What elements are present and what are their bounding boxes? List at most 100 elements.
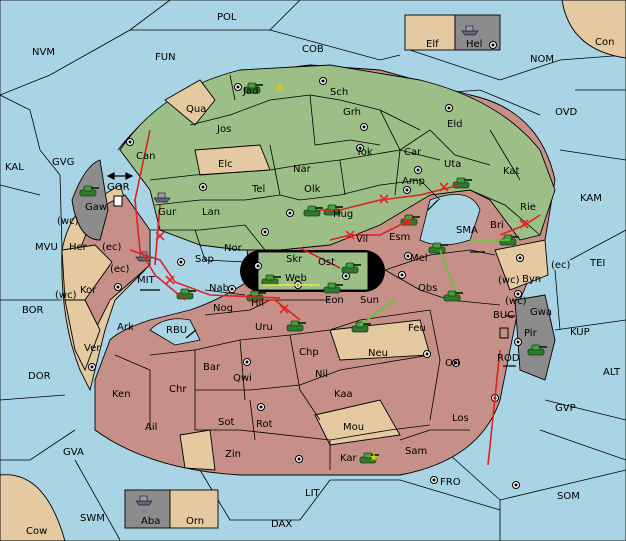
svg-text:Sun: Sun bbox=[360, 295, 379, 306]
label-dor: DOR bbox=[28, 371, 51, 382]
svg-text:Mel: Mel bbox=[410, 253, 428, 264]
svg-text:Orl: Orl bbox=[445, 358, 460, 369]
label-som: SOM bbox=[557, 491, 580, 502]
svg-text:★: ★ bbox=[369, 451, 379, 464]
svg-text:Nog: Nog bbox=[213, 303, 233, 314]
svg-text:Chr: Chr bbox=[169, 384, 187, 395]
svg-text:Kar: Kar bbox=[340, 453, 358, 464]
svg-text:Web: Web bbox=[285, 273, 307, 284]
label-kup: KUP bbox=[570, 327, 590, 338]
svg-text:Amp: Amp bbox=[402, 176, 425, 187]
svg-text:Lan: Lan bbox=[202, 207, 220, 218]
svg-text:Byn: Byn bbox=[522, 274, 541, 285]
label-hel: Hel bbox=[466, 39, 482, 50]
svg-text:Ark: Ark bbox=[117, 322, 134, 333]
svg-text:Bar: Bar bbox=[203, 362, 221, 373]
svg-text:Los: Los bbox=[452, 413, 469, 424]
label-elf: Elf bbox=[426, 39, 439, 50]
land-elf[interactable] bbox=[404, 14, 456, 51]
svg-text:Rie: Rie bbox=[520, 202, 536, 213]
svg-text:Hug: Hug bbox=[333, 209, 353, 220]
land-byn[interactable] bbox=[494, 239, 549, 291]
svg-text:Ost: Ost bbox=[318, 257, 335, 268]
svg-text:Gwa: Gwa bbox=[530, 307, 552, 318]
svg-text:Ken: Ken bbox=[112, 389, 131, 400]
svg-text:Nor: Nor bbox=[224, 243, 243, 254]
svg-text:Ver: Ver bbox=[84, 343, 101, 354]
land-pir[interactable] bbox=[514, 294, 556, 381]
label-kam: KAM bbox=[580, 193, 602, 204]
svg-text:Qua: Qua bbox=[186, 104, 206, 115]
svg-text:Zin: Zin bbox=[225, 449, 241, 460]
svg-text:(wc): (wc) bbox=[498, 275, 520, 286]
svg-text:Gur: Gur bbox=[158, 207, 177, 218]
label-orn: Orn bbox=[186, 516, 204, 527]
svg-text:Vil: Vil bbox=[356, 234, 368, 245]
svg-text:(wc): (wc) bbox=[505, 296, 527, 307]
svg-text:Her: Her bbox=[69, 242, 88, 253]
svg-text:Kaa: Kaa bbox=[334, 389, 353, 400]
svg-text:Jad: Jad bbox=[242, 86, 258, 97]
double-arrows bbox=[106, 172, 516, 367]
label-tei: TEI bbox=[589, 258, 605, 269]
svg-text:Hil: Hil bbox=[251, 298, 264, 309]
capital-stars: ★ ★ bbox=[275, 81, 379, 464]
svg-text:Car: Car bbox=[404, 147, 422, 158]
svg-text:ROD: ROD bbox=[497, 353, 520, 364]
label-lit: LIT bbox=[305, 488, 321, 499]
label-swm: SWM bbox=[80, 513, 105, 524]
svg-text:Nar: Nar bbox=[293, 164, 312, 175]
land-gaw[interactable] bbox=[71, 159, 109, 241]
land-aba[interactable] bbox=[124, 489, 171, 529]
svg-text:Bri: Bri bbox=[490, 220, 504, 231]
svg-text:Eld: Eld bbox=[447, 119, 462, 130]
land-qua[interactable] bbox=[164, 79, 216, 126]
svg-text:Skr: Skr bbox=[286, 254, 303, 265]
svg-text:Gaw: Gaw bbox=[85, 202, 107, 213]
svg-text:SMA: SMA bbox=[456, 225, 478, 236]
label-con: Con bbox=[595, 37, 614, 48]
label-cob: COB bbox=[302, 44, 324, 55]
land-orn[interactable] bbox=[169, 489, 219, 529]
svg-text:Obs: Obs bbox=[418, 283, 437, 294]
svg-text:BUC: BUC bbox=[493, 310, 514, 321]
label-fro: FRO bbox=[440, 477, 461, 488]
svg-text:Tel: Tel bbox=[251, 184, 265, 195]
label-bor: BOR bbox=[22, 305, 44, 316]
label-gvg: GVG bbox=[52, 157, 74, 168]
svg-text:(wc): (wc) bbox=[57, 216, 79, 227]
ver bbox=[64, 299, 101, 372]
svg-text:Can: Can bbox=[136, 151, 155, 162]
svg-text:(ec): (ec) bbox=[102, 242, 122, 253]
svg-text:GOR: GOR bbox=[107, 182, 130, 193]
labels: POL COB FUN NVM NOM Con OVD KAM TEI KUP … bbox=[5, 12, 621, 537]
svg-text:Sap: Sap bbox=[195, 254, 214, 265]
label-nom: NOM bbox=[530, 54, 554, 65]
label-alt: ALT bbox=[603, 367, 621, 378]
lake-rbu[interactable] bbox=[149, 318, 201, 346]
label-ovd: OVD bbox=[555, 107, 578, 118]
svg-text:Sam: Sam bbox=[405, 446, 427, 457]
svg-text:Grh: Grh bbox=[343, 107, 361, 118]
svg-text:Eon: Eon bbox=[325, 295, 344, 306]
label-mvu: MVU bbox=[35, 242, 58, 253]
svg-text:Uta: Uta bbox=[444, 159, 461, 170]
svg-text:Elc: Elc bbox=[218, 159, 233, 170]
land-mou[interactable] bbox=[314, 399, 401, 446]
svg-text:★: ★ bbox=[275, 81, 285, 94]
order-lines bbox=[129, 129, 541, 466]
svg-text:Uru: Uru bbox=[255, 322, 273, 333]
svg-text:Neu: Neu bbox=[368, 348, 388, 359]
label-cow: Cow bbox=[26, 526, 47, 537]
label-nvm: NVM bbox=[32, 47, 55, 58]
svg-text:Mou: Mou bbox=[343, 422, 364, 433]
svg-text:Nab: Nab bbox=[209, 283, 229, 294]
svg-text:Kor: Kor bbox=[80, 285, 97, 296]
svg-text:MIT: MIT bbox=[137, 275, 156, 286]
svg-text:Yok: Yok bbox=[355, 147, 373, 158]
label-dax: DAX bbox=[271, 519, 292, 530]
svg-text:Nil: Nil bbox=[315, 369, 328, 380]
svg-text:Sot: Sot bbox=[218, 417, 234, 428]
svg-text:(ec): (ec) bbox=[551, 260, 571, 271]
